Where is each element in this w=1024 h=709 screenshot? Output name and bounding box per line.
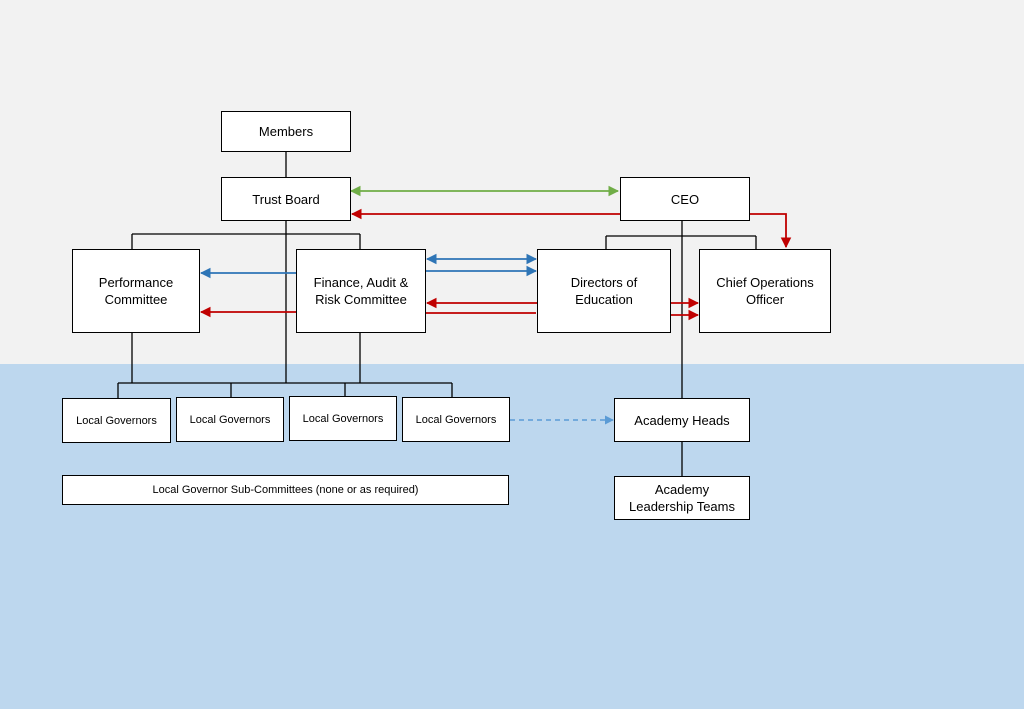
local-governors-box-3: Local Governors: [289, 396, 397, 441]
members-box: Members: [221, 111, 351, 152]
ceo-box: CEO: [620, 177, 750, 221]
local-governors-box-4: Local Governors: [402, 397, 510, 442]
local-governors-box-2: Local Governors: [176, 397, 284, 442]
directors-of-education-box: Directors of Education: [537, 249, 671, 333]
local-governors-box-1: Local Governors: [62, 398, 171, 443]
performance-committee-box: Performance Committee: [72, 249, 200, 333]
local-governor-subcommittees-box: Local Governor Sub-Committees (none or a…: [62, 475, 509, 505]
trust-board-box: Trust Board: [221, 177, 351, 221]
finance-committee-box: Finance, Audit & Risk Committee: [296, 249, 426, 333]
academy-leadership-teams-box: Academy Leadership Teams: [614, 476, 750, 520]
ceo-to-coo-red-arrow: [750, 213, 792, 249]
chief-operations-officer-box: Chief Operations Officer: [699, 249, 831, 333]
academy-heads-box: Academy Heads: [614, 398, 750, 442]
